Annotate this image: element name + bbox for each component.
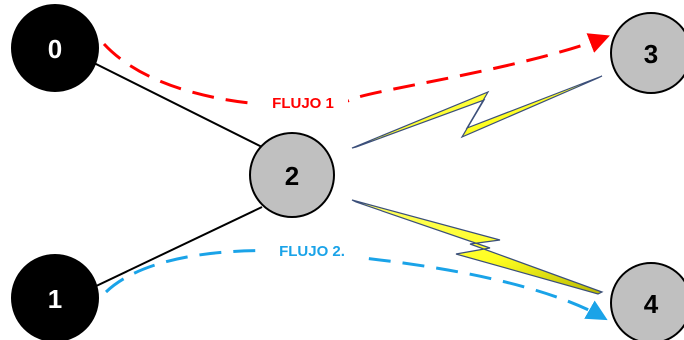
flow-2-label: FLUJO 2. — [279, 243, 345, 260]
node-2[interactable]: 2 — [249, 132, 335, 218]
wireless-link-2-3 — [351, 75, 603, 149]
flow-1-label-bg — [258, 94, 348, 112]
svg-text:3: 3 — [644, 39, 658, 69]
node-1[interactable]: 1 — [11, 254, 99, 340]
node-3[interactable]: 3 — [610, 12, 684, 94]
flow-1-label: FLUJO 1 — [272, 95, 334, 112]
svg-text:0: 0 — [48, 34, 62, 64]
svg-text:4: 4 — [644, 289, 659, 319]
svg-text:2: 2 — [285, 161, 299, 191]
node-4[interactable]: 4 — [610, 262, 684, 340]
node-0[interactable]: 0 — [11, 4, 99, 92]
wireless-link-2-4 — [351, 199, 604, 295]
link-0-2 — [91, 61, 263, 148]
link-1-2 — [91, 206, 263, 289]
flow-2-label-bg — [266, 242, 358, 260]
flow-2-arrow — [104, 249, 608, 321]
svg-text:1: 1 — [48, 284, 62, 314]
flow-1-arrow — [102, 33, 610, 108]
